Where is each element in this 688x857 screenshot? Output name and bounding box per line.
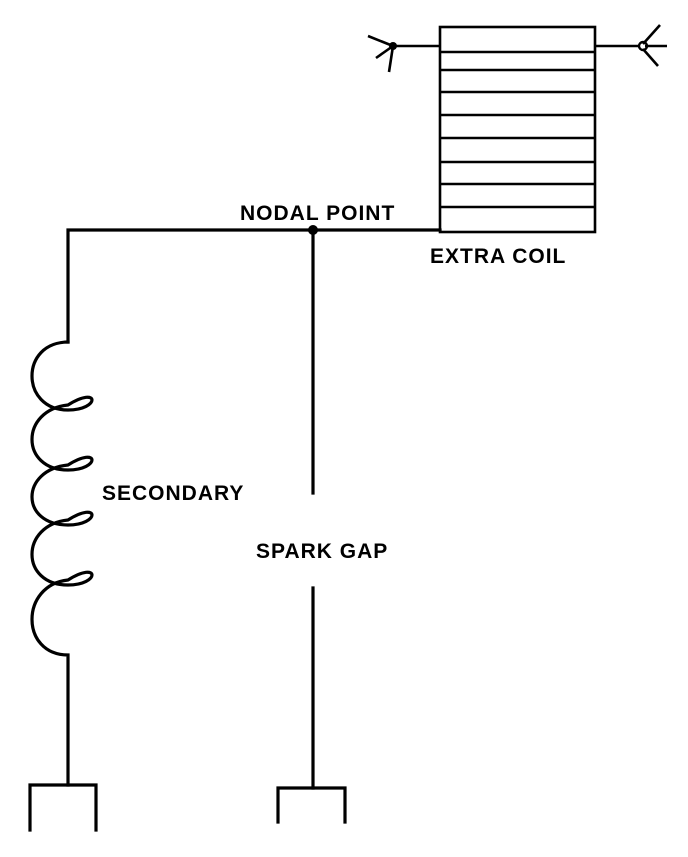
extra-coil-label: EXTRA COIL bbox=[430, 245, 566, 268]
right-discharge-terminal bbox=[595, 24, 667, 67]
spark-gap-label: SPARK GAP bbox=[256, 540, 388, 563]
extra-coil bbox=[438, 25, 597, 234]
secondary-coil bbox=[30, 340, 94, 787]
main-bus-wire bbox=[66, 228, 442, 344]
left-discharge-terminal bbox=[367, 34, 440, 73]
spark-gap-ground-plate bbox=[276, 786, 347, 824]
secondary-ground-plate bbox=[28, 783, 98, 832]
secondary-label: SECONDARY bbox=[102, 482, 244, 505]
nodal-point-label: NODAL POINT bbox=[240, 202, 395, 225]
